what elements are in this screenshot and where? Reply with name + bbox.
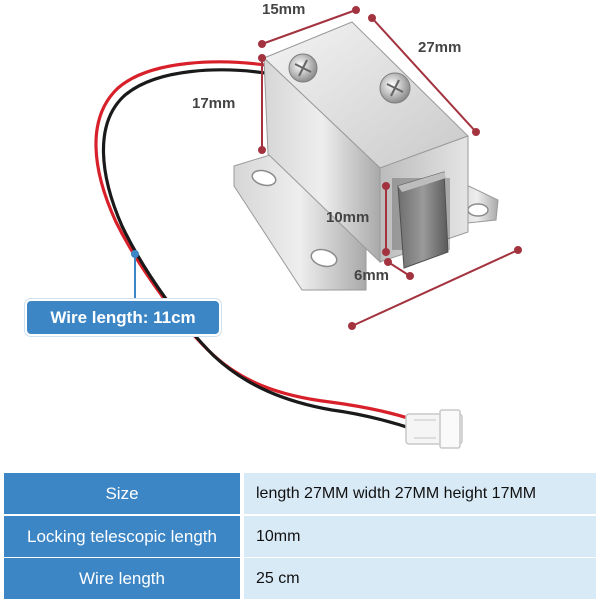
dim-label-17mm: 17mm [192,95,235,112]
spec-label-locking-length: Locking telescopic length [4,516,240,557]
spec-row: Locking telescopic length 10mm [0,516,600,557]
spec-label-size: Size [4,473,240,514]
spec-value-size: length 27MM width 27MM height 17MM [244,473,596,514]
screw-left [288,53,318,83]
product-image: 15mm 27mm 17mm 10mm 6mm [94,1,522,449]
dim-label-6mm: 6mm [354,267,389,284]
spec-row: Size length 27MM width 27MM height 17MM [0,473,600,514]
spec-table: Size length 27MM width 27MM height 17MM … [0,471,600,600]
wire-bundle [94,60,417,432]
spec-value-locking-length: 10mm [244,516,596,557]
dim-label-27mm: 27mm [418,39,461,56]
spec-value-wire-length: 25 cm [244,558,596,599]
lock-bolt [397,171,449,269]
spec-row: Wire length 25 cm [0,558,600,599]
dimension-lines [258,6,522,330]
wire-length-badge: Wire length: 11cm [25,299,221,336]
spec-label-wire-length: Wire length [4,558,240,599]
wire-marker-dot [131,250,139,258]
dim-label-10mm: 10mm [326,209,369,226]
wire-connector [405,409,463,449]
dim-label-15mm: 15mm [262,1,305,18]
screw-right [379,72,411,104]
